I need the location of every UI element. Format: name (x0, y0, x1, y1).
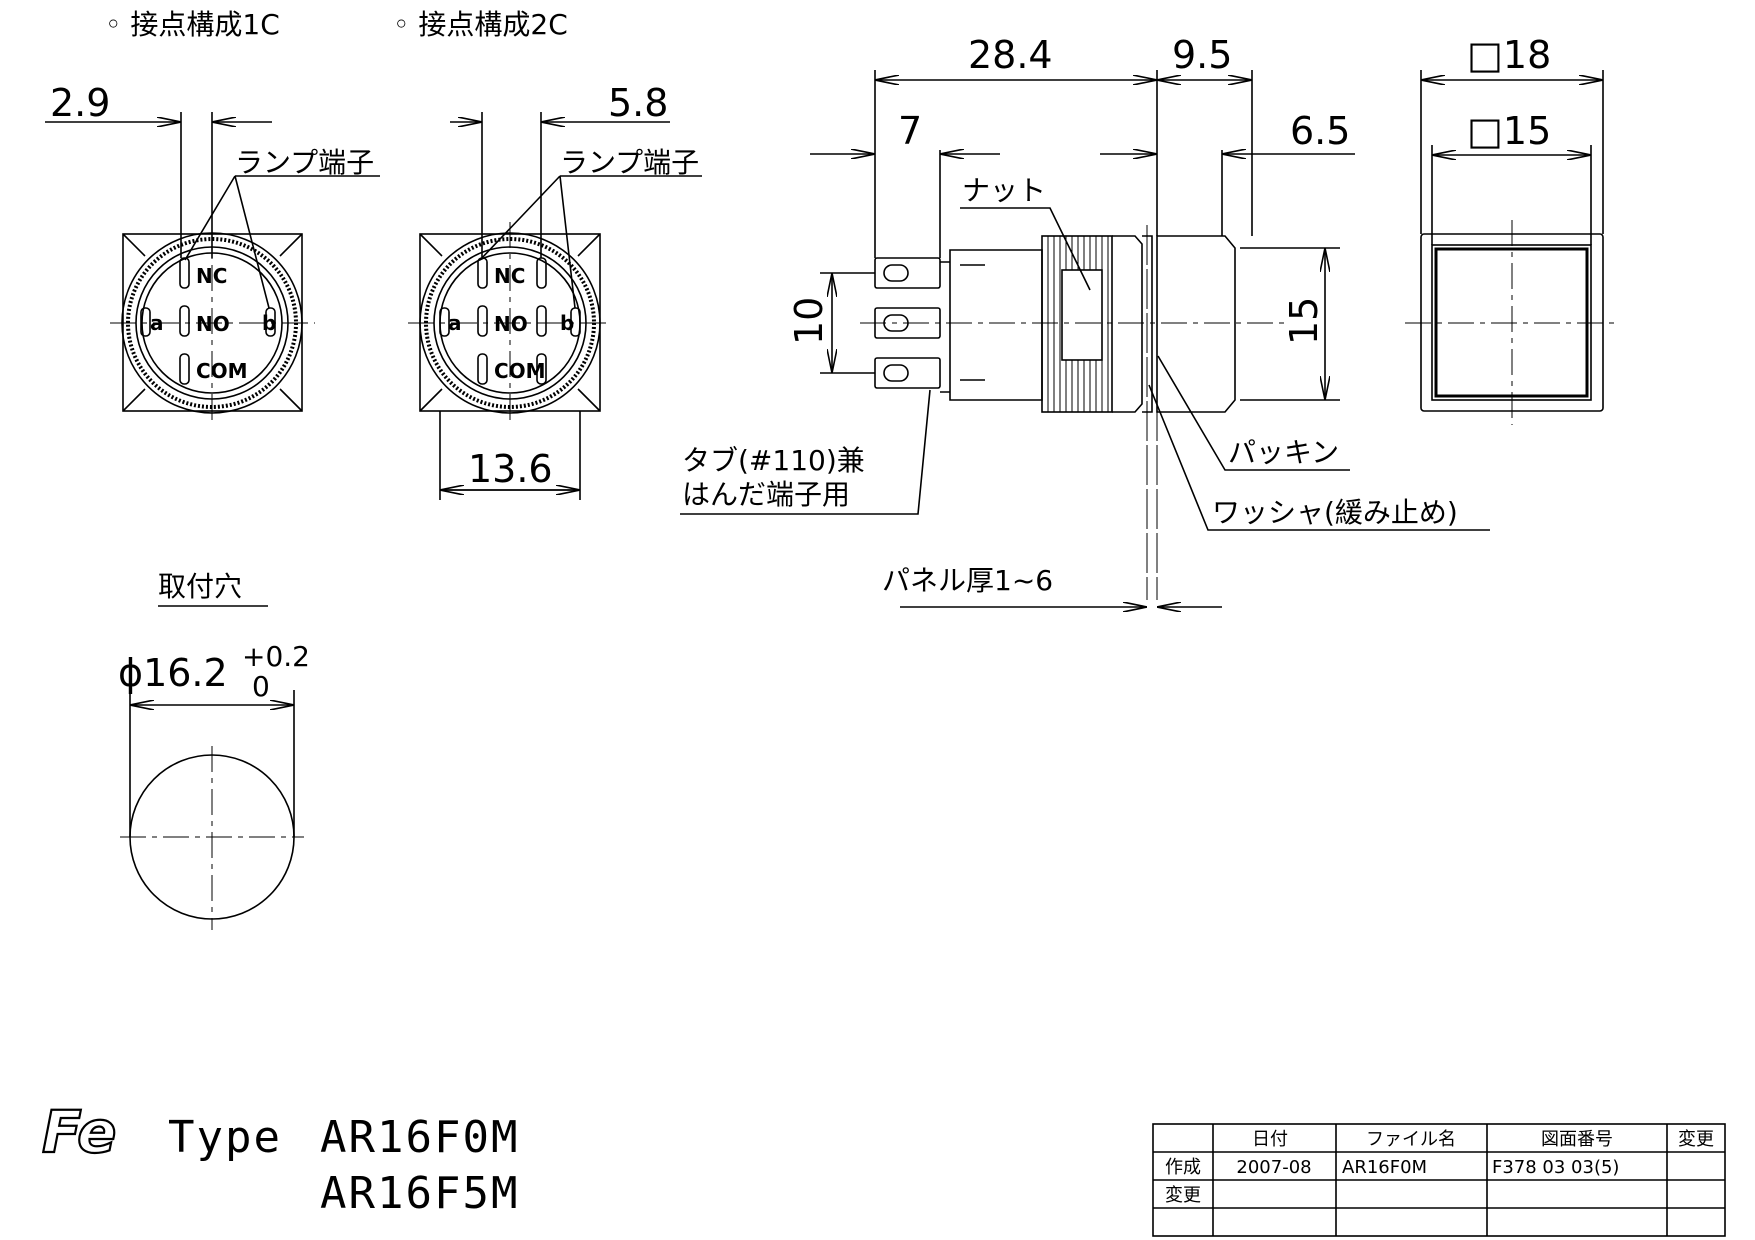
tb-created-date: 2007-08 (1236, 1157, 1311, 1178)
terminal-nc-1c: NC (196, 264, 227, 288)
lamp-terminal-1c-label: ランプ端子 (235, 146, 374, 179)
terminal-com-2c: COM (494, 359, 546, 383)
tab-label-line1: タブ(#110)兼 (682, 444, 865, 477)
front-view-1c (45, 112, 380, 425)
terminal-b-2c: b (560, 311, 574, 335)
tb-drawing-number: F378 03 03(5) (1492, 1157, 1619, 1178)
terminal-a-2c: a (448, 311, 462, 335)
washer-label: ワッシャ(緩み止め) (1212, 496, 1458, 529)
dim-28-4: 28.4 (968, 33, 1053, 77)
hole-diameter: ϕ16.2 (118, 651, 228, 695)
dim-outer-18: □18 (1467, 33, 1551, 77)
hole-tolerance-plus: +0.2 (242, 640, 310, 673)
type-label: Type (168, 1112, 282, 1163)
tb-header-file: ファイル名 (1366, 1129, 1456, 1150)
panel-thickness-label: パネル厚1~6 (882, 564, 1053, 597)
dim-13-6: 13.6 (468, 447, 553, 491)
lamp-terminal-2c-label: ランプ端子 (560, 146, 699, 179)
terminal-no-1c: NO (196, 312, 230, 336)
labels: ◦ 接点構成1C ◦ 接点構成2C 2.9 5.8 ランプ端子 ランプ端子 13… (41, 8, 1714, 1219)
terminal-a-1c: a (150, 311, 164, 335)
terminal-b-1c: b (262, 311, 276, 335)
fe-logo: Fe (42, 1098, 116, 1166)
nut-label: ナット (962, 174, 1046, 207)
model-number-1: AR16F0M (320, 1112, 519, 1163)
terminal-no-2c: NO (494, 312, 528, 336)
title-block (1152, 1123, 1726, 1237)
front-view-2c (408, 112, 702, 500)
tb-file-name: AR16F0M (1342, 1157, 1427, 1178)
dim-9-5: 9.5 (1172, 33, 1232, 77)
packing-label: パッキン (1228, 436, 1339, 469)
dim-inner-15: □15 (1467, 109, 1551, 153)
dim-5-8: 5.8 (608, 81, 668, 125)
mounting-hole-view (120, 605, 304, 930)
dim-6-5: 6.5 (1290, 109, 1350, 153)
side-view (680, 70, 1490, 607)
terminal-nc-2c: NC (494, 264, 525, 288)
mounting-hole-heading: 取付穴 (158, 570, 242, 603)
terminal-com-1c: COM (196, 359, 248, 383)
tb-row-changed: 変更 (1165, 1185, 1201, 1206)
heading-contact-2c: ◦ 接点構成2C (393, 8, 568, 41)
tb-row-created: 作成 (1165, 1157, 1201, 1178)
heading-contact-1c: ◦ 接点構成1C (105, 8, 280, 41)
tb-header-revision: 変更 (1678, 1129, 1714, 1150)
dim-10: 10 (787, 297, 831, 345)
hole-tolerance-minus: 0 (252, 670, 270, 703)
dim-15: 15 (1282, 297, 1326, 345)
model-number-2: AR16F5M (320, 1168, 519, 1219)
tb-header-date: 日付 (1252, 1129, 1288, 1150)
tab-label-line2: はんだ端子用 (682, 478, 850, 511)
dim-7: 7 (898, 109, 922, 153)
tb-header-drawing-no: 図面番号 (1541, 1129, 1613, 1150)
dim-2-9: 2.9 (50, 81, 110, 125)
top-view (1405, 70, 1618, 425)
